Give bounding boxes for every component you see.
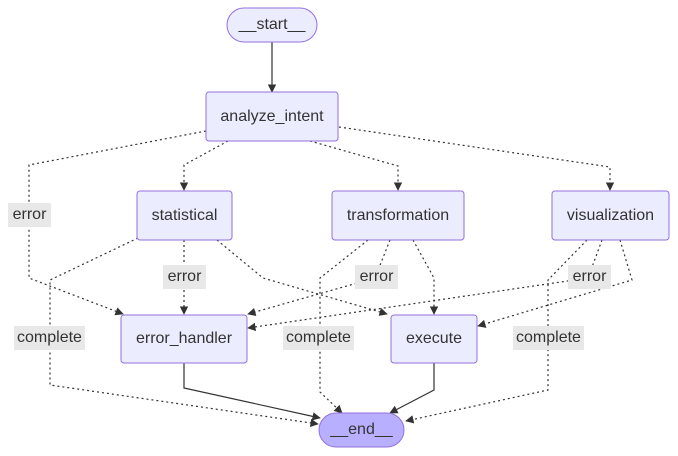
node-execute[interactable]: execute (390, 314, 478, 364)
edge-label-complete-statistical: complete (14, 326, 85, 350)
node-error-handler[interactable]: error_handler (120, 314, 248, 364)
svg-text:error: error (360, 268, 394, 285)
svg-text:error_handler: error_handler (136, 330, 233, 347)
edge-analyze-intent-to-statistical (179, 140, 229, 191)
svg-text:execute: execute (406, 330, 462, 347)
edge-transformation-to-execute (412, 239, 439, 315)
edge-statistical-to-execute (216, 239, 388, 316)
svg-text:error: error (13, 206, 47, 223)
svg-text:complete: complete (286, 329, 351, 346)
node-visualization[interactable]: visualization (551, 190, 670, 241)
edge-label-error-transformation: error (355, 265, 398, 289)
node-statistical[interactable]: statistical (136, 190, 233, 241)
svg-text:error: error (573, 268, 607, 285)
edge-analyze-intent-to-transformation (309, 140, 403, 191)
edge-transformation-to-end (319, 239, 369, 414)
svg-text:complete: complete (17, 329, 82, 346)
svg-text:statistical: statistical (152, 207, 218, 224)
edge-label-complete-visualization: complete (513, 326, 584, 350)
svg-text:__start__: __start__ (238, 16, 307, 33)
edge-label-error-left: error (8, 203, 51, 227)
edge-execute-to-end (389, 363, 435, 414)
svg-text:complete: complete (516, 329, 581, 346)
edge-error-handler-to-end (183, 363, 321, 421)
node-start[interactable]: __start__ (226, 7, 318, 43)
svg-text:visualization: visualization (567, 207, 654, 224)
svg-text:transformation: transformation (347, 207, 449, 224)
edge-visualization-to-execute (477, 239, 633, 328)
edge-analyze-intent-to-visualization (338, 126, 615, 191)
svg-text:__end__: __end__ (329, 421, 393, 438)
edge-label-error-statistical: error (163, 265, 206, 289)
node-transformation[interactable]: transformation (331, 190, 465, 241)
edge-label-complete-transformation: complete (283, 326, 354, 350)
node-analyze-intent[interactable]: analyze_intent (205, 91, 339, 142)
svg-text:error: error (168, 268, 202, 285)
edge-label-error-visualization: error (568, 265, 611, 289)
svg-text:analyze_intent: analyze_intent (220, 108, 324, 125)
node-end[interactable]: __end__ (318, 412, 405, 448)
